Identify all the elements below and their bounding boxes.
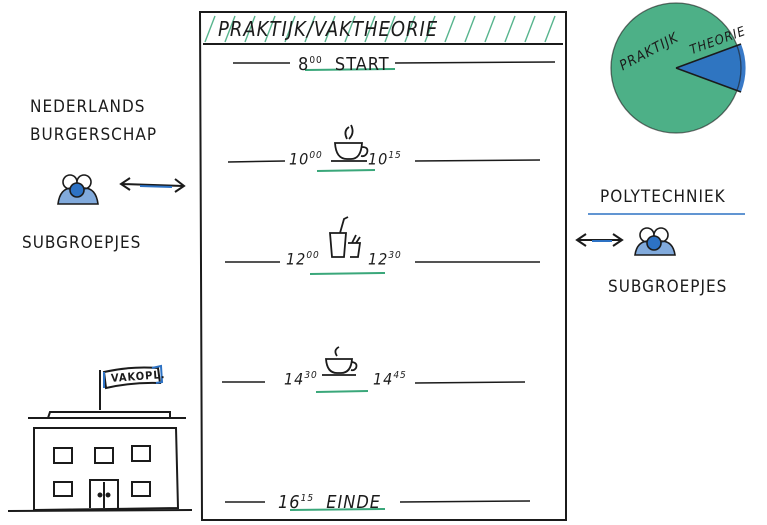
break1-from-minutes: 00	[309, 150, 323, 161]
lunch-from: 1200	[286, 246, 320, 269]
coffee-cup-icon	[322, 346, 358, 376]
lunch-from-hour: 12	[286, 249, 307, 269]
start-label: START	[334, 54, 390, 75]
break2-to: 1445	[373, 366, 407, 389]
nederlands-label: NEDERLANDS	[30, 97, 146, 117]
double-arrow-right	[575, 233, 624, 247]
break1-to: 1015	[368, 146, 402, 169]
start-time: 800 START	[298, 50, 390, 76]
double-arrow-left	[119, 177, 186, 193]
end-minutes: 15	[300, 493, 315, 504]
lunch-drink-icon	[329, 216, 362, 258]
break2-to-hour: 14	[373, 369, 394, 389]
break1-from: 1000	[289, 146, 323, 169]
lunch-to-minutes: 30	[388, 250, 402, 261]
burgerschap-label: BURGERSCHAP	[30, 125, 158, 145]
coffee-cup-icon	[331, 124, 369, 162]
lunch-to-hour: 12	[368, 249, 389, 269]
lunch-to: 1230	[368, 246, 402, 269]
timeline-lines	[222, 61, 556, 503]
start-minutes: 00	[309, 55, 323, 66]
break2-from: 1430	[284, 366, 318, 389]
break1-from-hour: 10	[289, 149, 310, 169]
header-hatching	[204, 15, 556, 43]
break1-to-minutes: 15	[388, 150, 402, 161]
end-hour: 16	[278, 492, 301, 513]
lunch-from-minutes: 00	[306, 250, 320, 261]
end-label: EINDE	[326, 492, 382, 513]
praktijk-theorie-pie	[610, 2, 746, 134]
right-subgroepjes-label: SUBGROEPJES	[608, 277, 728, 297]
left-subgroepjes-label: SUBGROEPJES	[22, 233, 142, 253]
schedule-box	[198, 11, 567, 521]
polytechniek-label: POLYTECHNIEK	[600, 187, 726, 207]
people-icon	[634, 227, 676, 256]
break2-to-minutes: 45	[393, 370, 407, 381]
school-building-icon	[7, 364, 193, 512]
end-time: 1615 EINDE	[278, 488, 381, 514]
break2-from-hour: 14	[284, 369, 305, 389]
break2-from-minutes: 30	[304, 370, 318, 381]
start-hour: 8	[298, 54, 310, 75]
page-title: PRAKTIJK/VAKTHEORIE	[218, 17, 439, 41]
break1-to-hour: 10	[368, 149, 389, 169]
green-underlines	[289, 68, 396, 511]
people-icon	[57, 174, 99, 205]
